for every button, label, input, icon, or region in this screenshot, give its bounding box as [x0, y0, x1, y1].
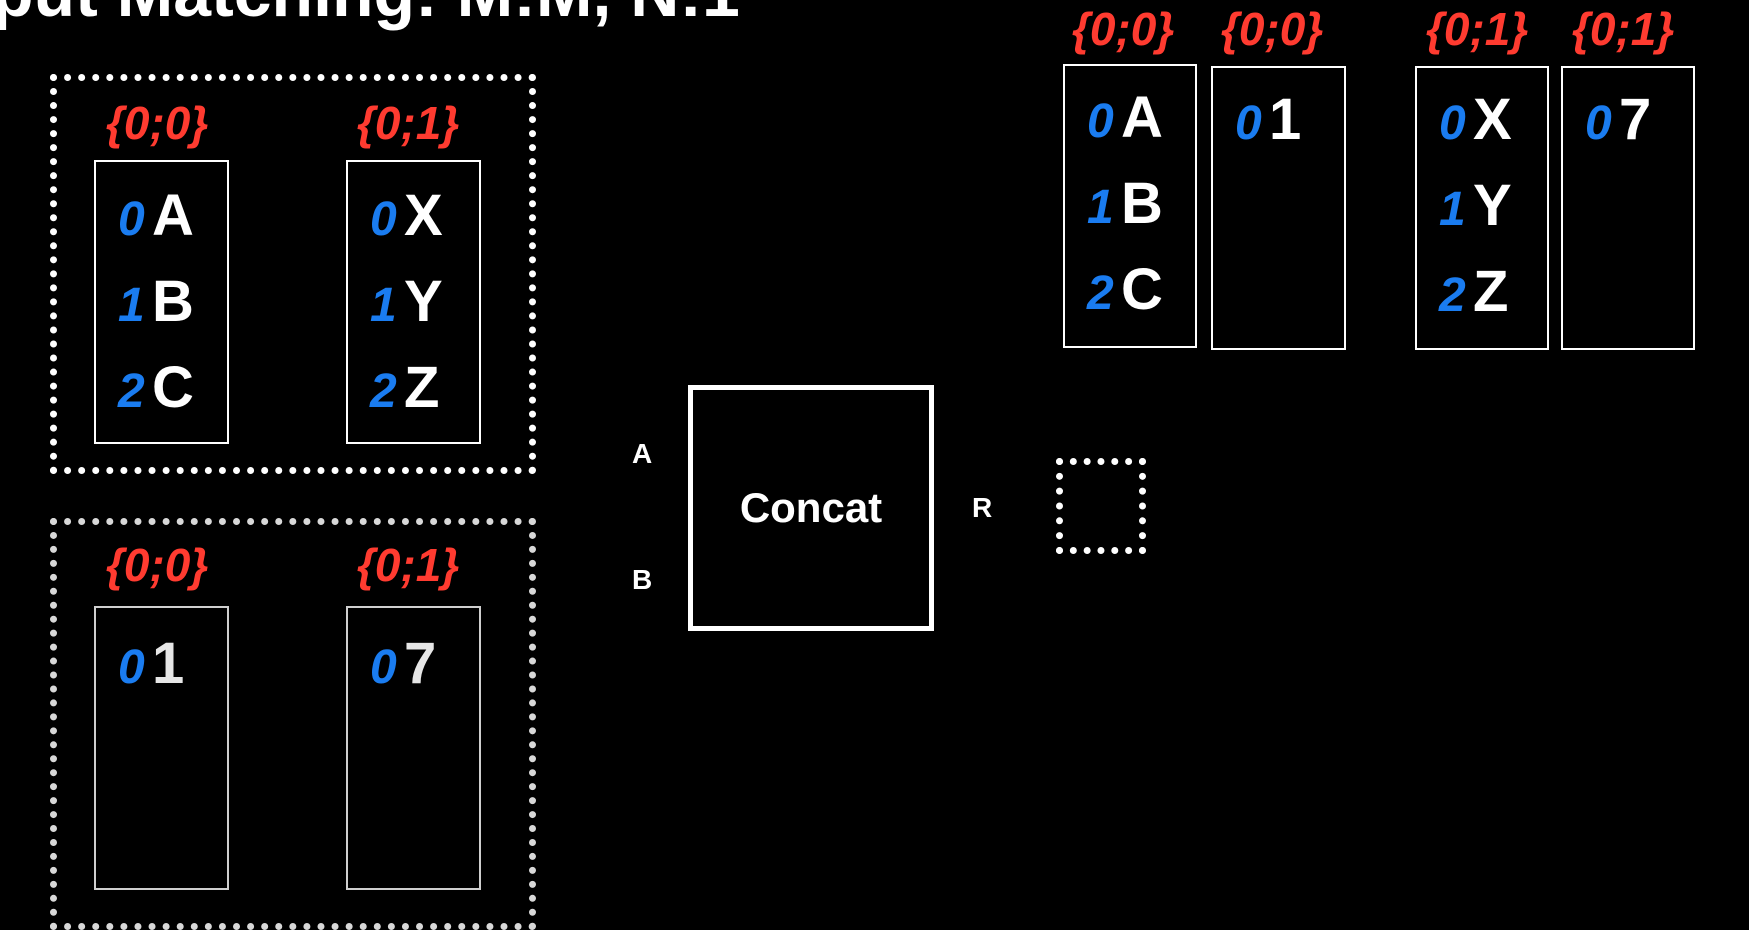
- row-index: 0: [118, 641, 145, 694]
- input-b-col0-tag: {0;0}: [106, 539, 209, 591]
- row-index: 0: [1087, 95, 1114, 148]
- input-port-b-label: B: [632, 564, 653, 595]
- row-index: 2: [118, 365, 145, 418]
- row-value: A: [1121, 85, 1163, 150]
- row-value: 7: [1619, 87, 1652, 152]
- result-placeholder: [1056, 458, 1146, 554]
- input-a-col1-tag: {0;1}: [357, 97, 460, 149]
- row-value: X: [404, 183, 443, 248]
- input-b-col1-tag: {0;1}: [357, 539, 460, 591]
- row-index: 2: [370, 365, 397, 418]
- matched-1-tag: {0;0}: [1221, 3, 1324, 55]
- input-port-a-label: A: [632, 438, 653, 469]
- concat-node[interactable]: Concat: [688, 385, 934, 631]
- row-index: 2: [1087, 267, 1114, 320]
- input-a-group: [50, 74, 536, 474]
- row-index: 0: [1235, 97, 1262, 150]
- input-a-col0-tag: {0;0}: [106, 97, 209, 149]
- row-index: 1: [118, 279, 145, 332]
- row-index: 1: [1087, 181, 1114, 234]
- row-value: Y: [1473, 173, 1512, 238]
- row-index: 2: [1439, 269, 1466, 322]
- row-index: 0: [1439, 97, 1466, 150]
- row-value: C: [1121, 257, 1163, 322]
- output-port-r-label: R: [972, 492, 993, 523]
- row-index: 0: [370, 193, 397, 246]
- row-value: B: [152, 269, 194, 334]
- row-index: 0: [118, 193, 145, 246]
- row-value: 7: [404, 631, 437, 696]
- row-value: 1: [152, 631, 185, 696]
- matched-2-tag: {0;1}: [1426, 3, 1529, 55]
- row-value: 1: [1269, 87, 1302, 152]
- row-value: C: [152, 355, 194, 420]
- row-index: 1: [1439, 183, 1466, 236]
- row-value: Z: [404, 355, 440, 420]
- matched-0-tag: {0;0}: [1072, 3, 1175, 55]
- slide-title: put Matching: M:M, N:1: [0, 0, 740, 32]
- row-index: 0: [370, 641, 397, 694]
- row-index: 0: [1585, 97, 1612, 150]
- row-value: B: [1121, 171, 1163, 236]
- row-value: X: [1473, 87, 1512, 152]
- row-value: Z: [1473, 259, 1509, 324]
- row-value: Y: [404, 269, 443, 334]
- concat-node-label: Concat: [739, 484, 883, 531]
- matched-3-tag: {0;1}: [1572, 3, 1675, 55]
- row-index: 1: [370, 279, 397, 332]
- row-value: A: [152, 183, 194, 248]
